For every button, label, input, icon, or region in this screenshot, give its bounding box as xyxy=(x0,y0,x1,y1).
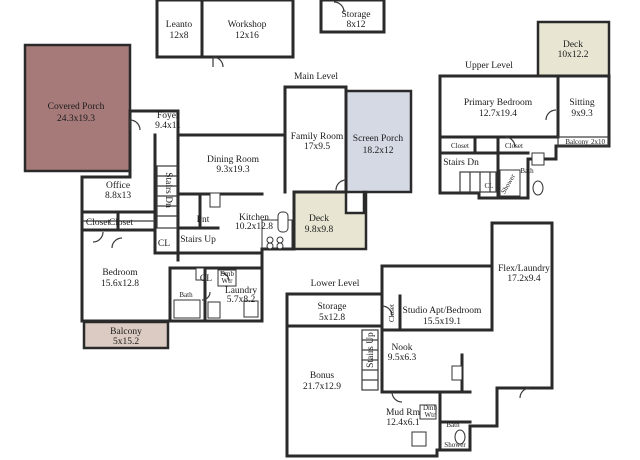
dmb-wtr-main-1: Dmb xyxy=(220,270,235,278)
studio-name: Studio Apt/Bedroom xyxy=(403,306,483,316)
cl-laundry-label: CL xyxy=(200,274,212,284)
covered-porch-name: Covered Porch xyxy=(48,102,105,112)
bonus-size: 21.7x12.9 xyxy=(303,382,341,392)
office-name: Office xyxy=(106,180,130,191)
upper-doors xyxy=(504,109,557,148)
main-house-walls xyxy=(80,85,348,323)
sitting-size: 9x9.3 xyxy=(571,109,593,119)
main-doors xyxy=(92,119,347,301)
storage-top-name: Storage xyxy=(341,10,370,20)
dmb-wtr-low-2: Wtr xyxy=(425,411,437,419)
upper-interior-walls xyxy=(438,74,609,200)
foyer-name: Foyer xyxy=(157,111,180,121)
closet-up-1-label: Closet xyxy=(451,142,469,150)
lower-level-title: Lower Level xyxy=(311,279,360,289)
dining-name: Dining Room xyxy=(207,155,260,165)
storage-low-name: Storage xyxy=(317,302,346,312)
closet-2-label: Closet xyxy=(109,218,134,228)
stairs-main xyxy=(156,165,178,229)
primary-size: 12.7x19.4 xyxy=(479,109,517,119)
nook-size: 9.5x6.3 xyxy=(388,353,417,363)
bath-main-label: Bath xyxy=(179,291,193,299)
mud-size: 12.4x6.1 xyxy=(386,418,420,428)
main-interior-walls xyxy=(80,133,287,323)
bath-up-label: Bath xyxy=(520,167,534,175)
upper-level-walls xyxy=(438,74,611,200)
flex-name: Flex/Laundry xyxy=(498,264,550,274)
stairs-dn-up-label: Stairs Dn xyxy=(443,158,479,168)
lower-stairs xyxy=(361,329,379,391)
laundry-size: 5.7x8.2 xyxy=(227,295,256,305)
upper-bath-fixtures xyxy=(499,152,545,197)
leanto-size: 12x8 xyxy=(170,31,189,41)
laundry-name: Laundry xyxy=(225,286,257,296)
balcony-up-size: 2x10 xyxy=(591,138,606,146)
bonus-name: Bonus xyxy=(310,371,335,381)
deck-upper-size: 10x12.2 xyxy=(558,50,589,60)
nook-name: Nook xyxy=(391,343,412,353)
lower-doors xyxy=(381,305,531,403)
covered-porch-size: 24.3x19.3 xyxy=(57,114,95,124)
dining-size: 9.3x19.3 xyxy=(216,165,250,175)
stairs-up-main-label: Stairs Up xyxy=(180,235,216,245)
kitchen-name: Kitchen xyxy=(239,213,269,223)
deck-upper-fill xyxy=(536,20,611,78)
bath-low-label: Bath xyxy=(446,421,460,429)
closet-up-2-label: Closet xyxy=(505,142,523,150)
deck-upper-name: Deck xyxy=(563,40,583,50)
kitchen-size: 10.2x12.8 xyxy=(235,222,273,232)
studio-size: 15.5x19.1 xyxy=(423,317,461,327)
bath-main-fixtures xyxy=(173,267,259,319)
screen-porch-size: 18.2x12 xyxy=(363,146,394,156)
balcony-main-size: 5x15.2 xyxy=(113,337,139,347)
family-name: Family Room xyxy=(291,132,344,142)
main-level-title: Main Level xyxy=(294,72,338,82)
stairs-dn-main-label: Stairs Dn xyxy=(163,172,173,208)
outbuilding-storage xyxy=(319,0,386,34)
lower-level-walls xyxy=(285,221,554,458)
deck-main-size: 9.8x9.8 xyxy=(305,225,334,235)
covered-porch-fill xyxy=(23,43,132,173)
leanto-name: Leanto xyxy=(166,20,193,30)
stairs-up-low-label: Stairs Up xyxy=(366,332,376,368)
deck-main-name: Deck xyxy=(309,214,329,224)
foyer-size: 9.4x11 xyxy=(155,121,181,131)
balcony-main-fill xyxy=(82,320,170,350)
bedroom-size: 15.6x12.8 xyxy=(101,279,139,289)
lower-fixtures xyxy=(411,365,466,447)
primary-name: Primary Bedroom xyxy=(464,98,533,108)
storage-top-size: 8x12 xyxy=(347,20,366,30)
kitchen-fixtures xyxy=(209,192,293,250)
dmb-wtr-main-2: Wtr xyxy=(222,277,234,285)
balcony-up-name: Balcony xyxy=(565,138,589,146)
outbuilding-workshop xyxy=(200,0,295,68)
dmb-wtr-low-1: Dmb xyxy=(423,404,438,412)
shower-low-label: Shower xyxy=(444,441,466,449)
office-size: 8.8x13 xyxy=(105,191,131,201)
bedroom-name: Bedroom xyxy=(102,268,138,278)
cl-main-label: CL xyxy=(158,239,170,249)
storage-low-size: 5x12.8 xyxy=(319,313,345,323)
flex-size: 17.2x9.4 xyxy=(507,274,541,284)
upper-level-title: Upper Level xyxy=(465,61,513,71)
sitting-name: Sitting xyxy=(569,98,595,108)
workshop-name: Workshop xyxy=(228,20,267,30)
closet-low-label: Closet xyxy=(388,304,396,322)
workshop-size: 12x16 xyxy=(235,31,259,41)
mud-name: Mud Rm xyxy=(386,408,421,418)
deck-main-fill xyxy=(292,190,368,251)
screen-porch-name: Screen Porch xyxy=(353,134,404,144)
lower-interior-walls xyxy=(285,264,494,452)
pantry-label: Pnt xyxy=(197,215,210,225)
family-size: 17x9.5 xyxy=(304,142,330,152)
closet-1-label: Closet xyxy=(86,218,111,228)
closets-main xyxy=(82,210,155,232)
cl-up-label: CL xyxy=(485,182,494,190)
upper-stairs xyxy=(459,171,497,193)
balcony-main-name: Balcony xyxy=(110,327,142,337)
